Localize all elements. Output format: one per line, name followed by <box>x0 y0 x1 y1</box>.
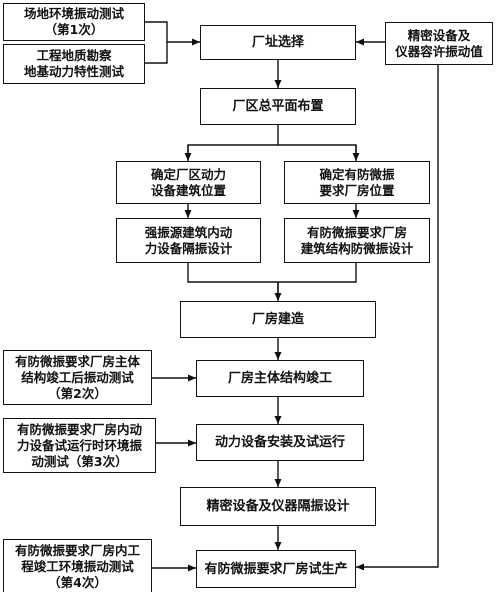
completion-test-4-box: 有防微振要求厂房内工 程竣工环境振动测试 （第4次） <box>3 539 152 592</box>
main-structure-complete-box: 厂房主体结构竣工 <box>196 360 364 397</box>
master-plan-box: 厂区总平面布置 <box>200 88 356 125</box>
site-selection-box: 厂址选择 <box>200 25 356 60</box>
arrow-geo-test-to-site-selection <box>145 42 168 64</box>
determine-power-location-box: 确定厂区动力 设备建筑位置 <box>116 161 261 204</box>
determine-vibration-location-box: 确定有防微振 要求厂房位置 <box>284 161 430 204</box>
main-structure-test-2-box: 有防微振要求厂房主体 结构竣工后振动测试 （第2次） <box>3 350 152 405</box>
geo-survey-test-box: 工程地质勘察 地基动力特性测试 <box>3 44 145 84</box>
plant-construction-box: 厂房建造 <box>180 301 376 338</box>
arrow-master-split <box>187 125 357 160</box>
arrow-allowable-to-trial-production <box>356 65 439 571</box>
structure-microvib-design-box: 有防微振要求厂房 建筑结构防微振设计 <box>284 218 430 263</box>
precision-isolation-design-box: 精密设备及仪器隔振设计 <box>180 487 376 526</box>
install-trial-run-box: 动力设备安装及试运行 <box>196 424 364 461</box>
trial-production-box: 有防微振要求厂房试生产 <box>196 550 356 588</box>
site-env-test-1-box: 场地环境振动测试 （第1次） <box>3 3 145 41</box>
strong-source-isolation-box: 强振源建筑内动 力设备隔振设计 <box>116 218 261 263</box>
arrow-site-test-to-site-selection <box>145 21 200 46</box>
precision-allowable-box: 精密设备及 仪器容许振动值 <box>385 22 493 65</box>
trial-run-test-3-box: 有防微振要求厂房内动 力设备试运行时环境振 动测试（第3次） <box>3 418 156 473</box>
arrow-merge-to-construction <box>187 263 357 300</box>
